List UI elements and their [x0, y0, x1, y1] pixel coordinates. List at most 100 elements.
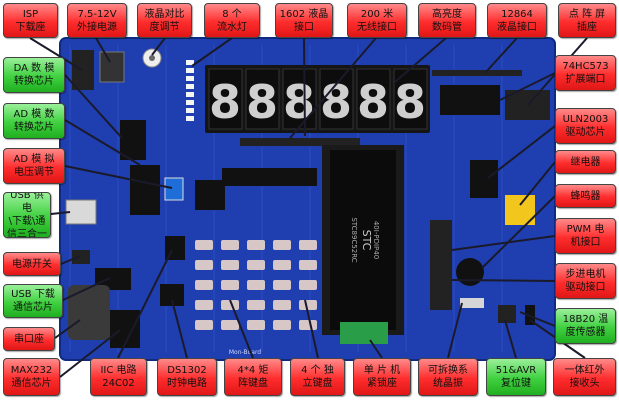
- key-button: [273, 240, 291, 250]
- pointer-line: [64, 119, 141, 166]
- pointer-line: [54, 319, 81, 339]
- key-button: [195, 260, 213, 270]
- max232-chip: [110, 310, 140, 348]
- label-iic: IIC 电路 24C02: [90, 358, 147, 396]
- key-button: [299, 320, 317, 330]
- pointer-line: [394, 37, 447, 83]
- right-header: [430, 220, 452, 310]
- seven-seg-cell: [208, 68, 243, 130]
- label-ir: 一体红外 接收头: [553, 358, 616, 396]
- label-power: 7.5-12V 外接电源: [67, 3, 127, 38]
- label-ds18b20: 18B20 温 度传感器: [555, 308, 616, 344]
- label-lcd1602: 1602 液晶 接口: [275, 3, 333, 38]
- key-button: [195, 240, 213, 250]
- pointer-line: [59, 329, 121, 378]
- socket-lever: [340, 322, 388, 344]
- power-switch: [72, 250, 90, 264]
- pointer-line: [95, 37, 111, 63]
- key-button: [221, 280, 239, 290]
- contrast-pot-center: [149, 55, 155, 61]
- seven-seg-cell: [282, 68, 317, 130]
- hc573-chip: [440, 85, 500, 115]
- label-uln2003: ULN2003 驱动芯片: [555, 108, 616, 144]
- seven-seg-digit: 8: [283, 75, 315, 129]
- ds1302-chip: [160, 284, 184, 306]
- label-matrix-keys: 4*4 矩 阵键盘: [224, 358, 282, 396]
- board-text: Mon-Board: [229, 349, 261, 356]
- key-button: [247, 260, 265, 270]
- pointer-line: [151, 37, 166, 56]
- water-led: [186, 92, 194, 97]
- label-stepper: 步进电机 驱动接口: [555, 263, 616, 299]
- water-led: [186, 116, 194, 121]
- key-button: [299, 280, 317, 290]
- label-buzzer: 蜂鸣器: [555, 184, 616, 208]
- label-seven-seg: 高亮度 数码管: [418, 3, 476, 38]
- buzzer: [456, 258, 484, 286]
- seven-seg-cell: [245, 68, 280, 130]
- label-da-chip: DA 数 模 转换芯片: [3, 57, 65, 93]
- label-usb-download: USB 下载 通信芯片: [3, 284, 63, 318]
- reset-button: [498, 305, 516, 323]
- pointer-line: [64, 165, 173, 189]
- key-button: [273, 320, 291, 330]
- pointer-line: [304, 299, 319, 359]
- pointer-line: [519, 311, 556, 327]
- serial-port: [68, 285, 110, 340]
- key-button: [195, 280, 213, 290]
- lcd1602-header: [240, 138, 360, 146]
- pointer-line: [29, 37, 83, 71]
- lcd12864-header: [432, 70, 522, 76]
- label-ad-chip: AD 模 数 转换芯片: [3, 103, 65, 139]
- pointer-line: [171, 299, 188, 359]
- label-lcd12864: 12864 液晶接口: [487, 3, 547, 38]
- pointer-line: [50, 211, 71, 215]
- dot-matrix-socket: [505, 90, 550, 120]
- label-indep-keys: 4 个 独 立键盘: [290, 358, 345, 396]
- water-led: [186, 84, 194, 89]
- label-wireless: 200 米 无线接口: [347, 3, 407, 38]
- label-mcu-socket: 单 片 机 紧锁座: [353, 358, 411, 396]
- key-button: [273, 260, 291, 270]
- pointer-line: [451, 279, 556, 282]
- label-isp: ISP 下载座: [3, 3, 58, 38]
- key-button: [221, 320, 239, 330]
- pointer-line: [481, 195, 556, 269]
- key-button: [221, 260, 239, 270]
- water-led: [186, 68, 194, 73]
- label-ds1302: DS1302 时钟电路: [157, 358, 217, 396]
- pointer-line: [289, 37, 377, 139]
- label-max232: MAX232 通信芯片: [3, 358, 60, 396]
- crystal: [460, 298, 484, 308]
- pointer-line: [62, 277, 111, 301]
- key-button: [247, 280, 265, 290]
- pointer-line: [487, 125, 556, 179]
- chip-model: STC89C52RC: [350, 217, 358, 262]
- uln2003-chip: [470, 160, 498, 198]
- label-dot-matrix: 点 阵 屏 插座: [558, 3, 616, 38]
- seven-seg-digit: 8: [357, 75, 389, 129]
- center-chip: [195, 180, 225, 210]
- label-hc573: 74HC573 扩展端口: [555, 55, 616, 91]
- pointer-line: [447, 302, 463, 359]
- key-button: [195, 300, 213, 310]
- label-reset: 51&AVR 复位键: [486, 358, 546, 396]
- key-button: [247, 300, 265, 310]
- pointer-line: [499, 72, 556, 101]
- key-button: [299, 240, 317, 250]
- pointer-line: [451, 235, 556, 251]
- pointer-line: [484, 37, 518, 74]
- pointer-line: [504, 319, 517, 359]
- label-ad-volt: AD 模 拟 电压调节: [3, 148, 65, 184]
- pointer-line: [60, 255, 81, 265]
- label-usb-power: USB 供电 \下载\通 信三合一: [3, 192, 51, 238]
- pointer-line: [369, 339, 383, 359]
- pointer-line: [117, 249, 173, 359]
- label-crystal: 可拆换系 统晶振: [418, 358, 478, 396]
- water-led: [186, 76, 194, 81]
- seven-seg-digit: 8: [209, 75, 241, 129]
- da-chip: [120, 120, 146, 160]
- key-button: [299, 260, 317, 270]
